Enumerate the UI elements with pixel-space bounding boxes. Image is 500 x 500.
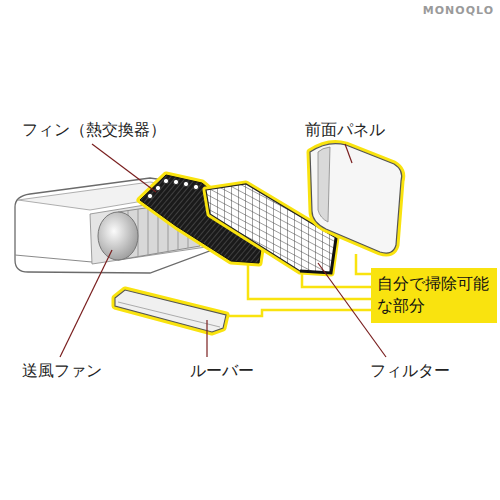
leader-line (92, 144, 156, 192)
tube (193, 184, 198, 189)
part-label: フィルター (370, 362, 450, 380)
bracket-line (302, 274, 371, 287)
panel-edge (318, 147, 330, 222)
leader-line (345, 144, 352, 163)
filter-edge (300, 238, 336, 273)
note-text: 自分で掃除可能 な部分 (377, 273, 491, 318)
leader-line (206, 320, 207, 357)
part-label: ルーバー (190, 362, 254, 380)
part-label: 送風ファン (22, 362, 102, 380)
watermark: MONOQLO (423, 5, 494, 18)
front-panel (310, 144, 402, 254)
tube (183, 181, 188, 186)
unit-strip (15, 255, 92, 262)
leader-lines (60, 144, 386, 357)
louver (115, 290, 226, 332)
fan-end (98, 212, 138, 260)
tube (147, 193, 152, 198)
panel-highlight (310, 144, 402, 254)
bracket-line (248, 265, 371, 299)
tube (173, 179, 178, 184)
part-label: 前面パネル (305, 121, 385, 139)
bracket-line (228, 310, 371, 316)
note-box: 自分で掃除可能 な部分 (371, 268, 497, 323)
leader-line (60, 250, 112, 357)
tube (155, 185, 160, 190)
tube (163, 178, 168, 183)
part-label: フィン（熱交換器） (22, 121, 166, 139)
bracket-line (356, 254, 371, 274)
louver-edge (118, 302, 220, 327)
louver-highlight (115, 290, 226, 332)
